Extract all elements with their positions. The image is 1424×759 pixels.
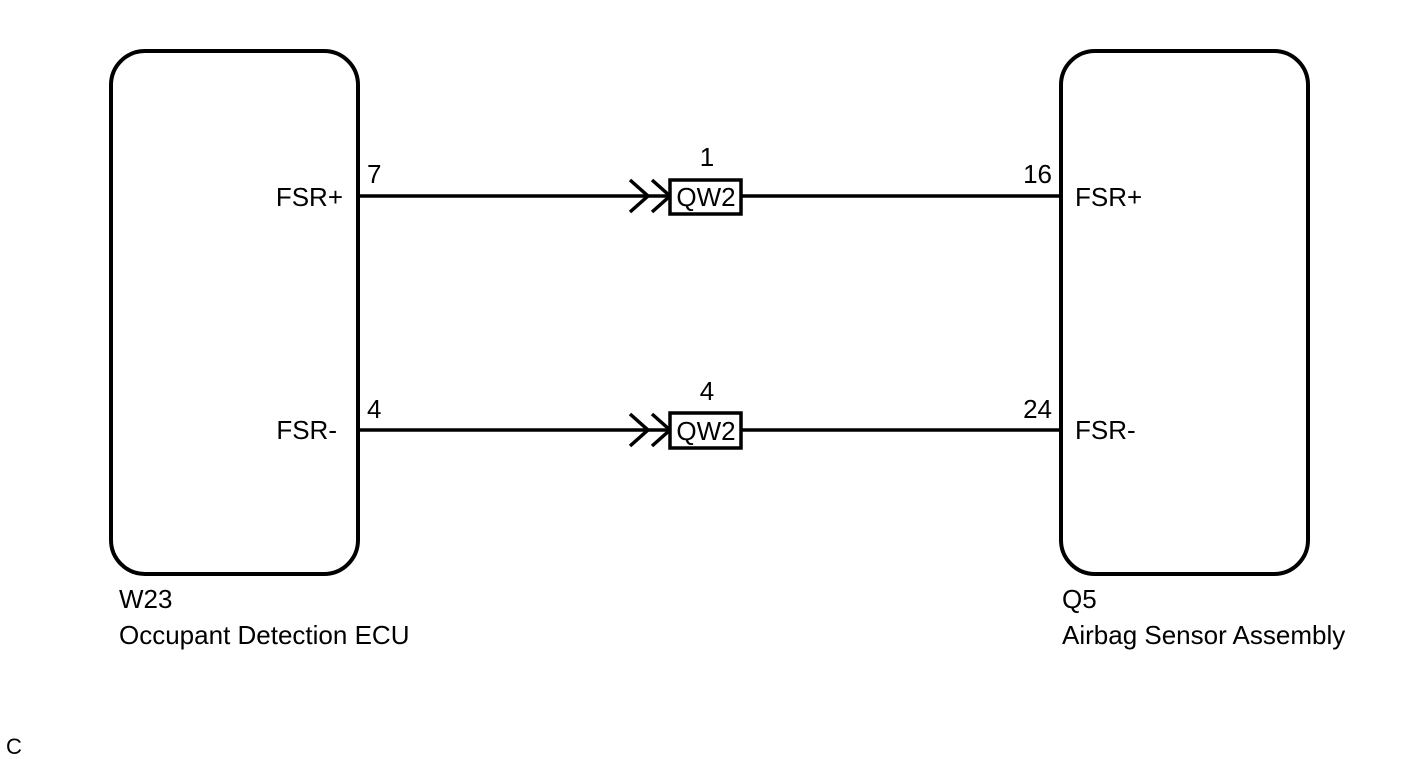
connector-chevron-icon bbox=[628, 412, 651, 448]
component-left-box bbox=[109, 49, 360, 576]
component-left-signal-1: FSR+ bbox=[276, 182, 343, 212]
component-right-pin-2: 24 bbox=[1023, 394, 1052, 424]
component-left: FSR+ FSR- 7 4 W23 Occupant Detection ECU bbox=[109, 49, 409, 650]
component-right-signal-1: FSR+ bbox=[1075, 182, 1142, 212]
component-left-signal-2: FSR- bbox=[276, 415, 337, 445]
connector-2-label: QW2 bbox=[676, 416, 735, 446]
component-right-name: Airbag Sensor Assembly bbox=[1062, 620, 1345, 650]
component-left-pin-1: 7 bbox=[367, 159, 381, 189]
connector-1-label: QW2 bbox=[676, 182, 735, 212]
wire-fsr-minus: QW2 4 bbox=[358, 376, 1061, 450]
component-left-name: Occupant Detection ECU bbox=[119, 620, 409, 650]
footer-code: C bbox=[6, 734, 22, 759]
component-right-signal-2: FSR- bbox=[1075, 415, 1136, 445]
component-right-id: Q5 bbox=[1062, 584, 1097, 614]
component-right: FSR+ FSR- 16 24 Q5 Airbag Sensor Assembl… bbox=[1023, 49, 1345, 650]
component-right-box bbox=[1059, 49, 1310, 576]
component-left-id: W23 bbox=[119, 584, 172, 614]
connector-1-box bbox=[668, 178, 743, 216]
connector-chevron-icon bbox=[628, 178, 651, 214]
component-right-pin-1: 16 bbox=[1023, 159, 1052, 189]
wire-fsr-plus: QW2 1 bbox=[358, 142, 1061, 216]
connector-1-pin: 1 bbox=[700, 142, 714, 172]
connector-2-pin: 4 bbox=[700, 376, 714, 406]
component-left-pin-2: 4 bbox=[367, 394, 381, 424]
